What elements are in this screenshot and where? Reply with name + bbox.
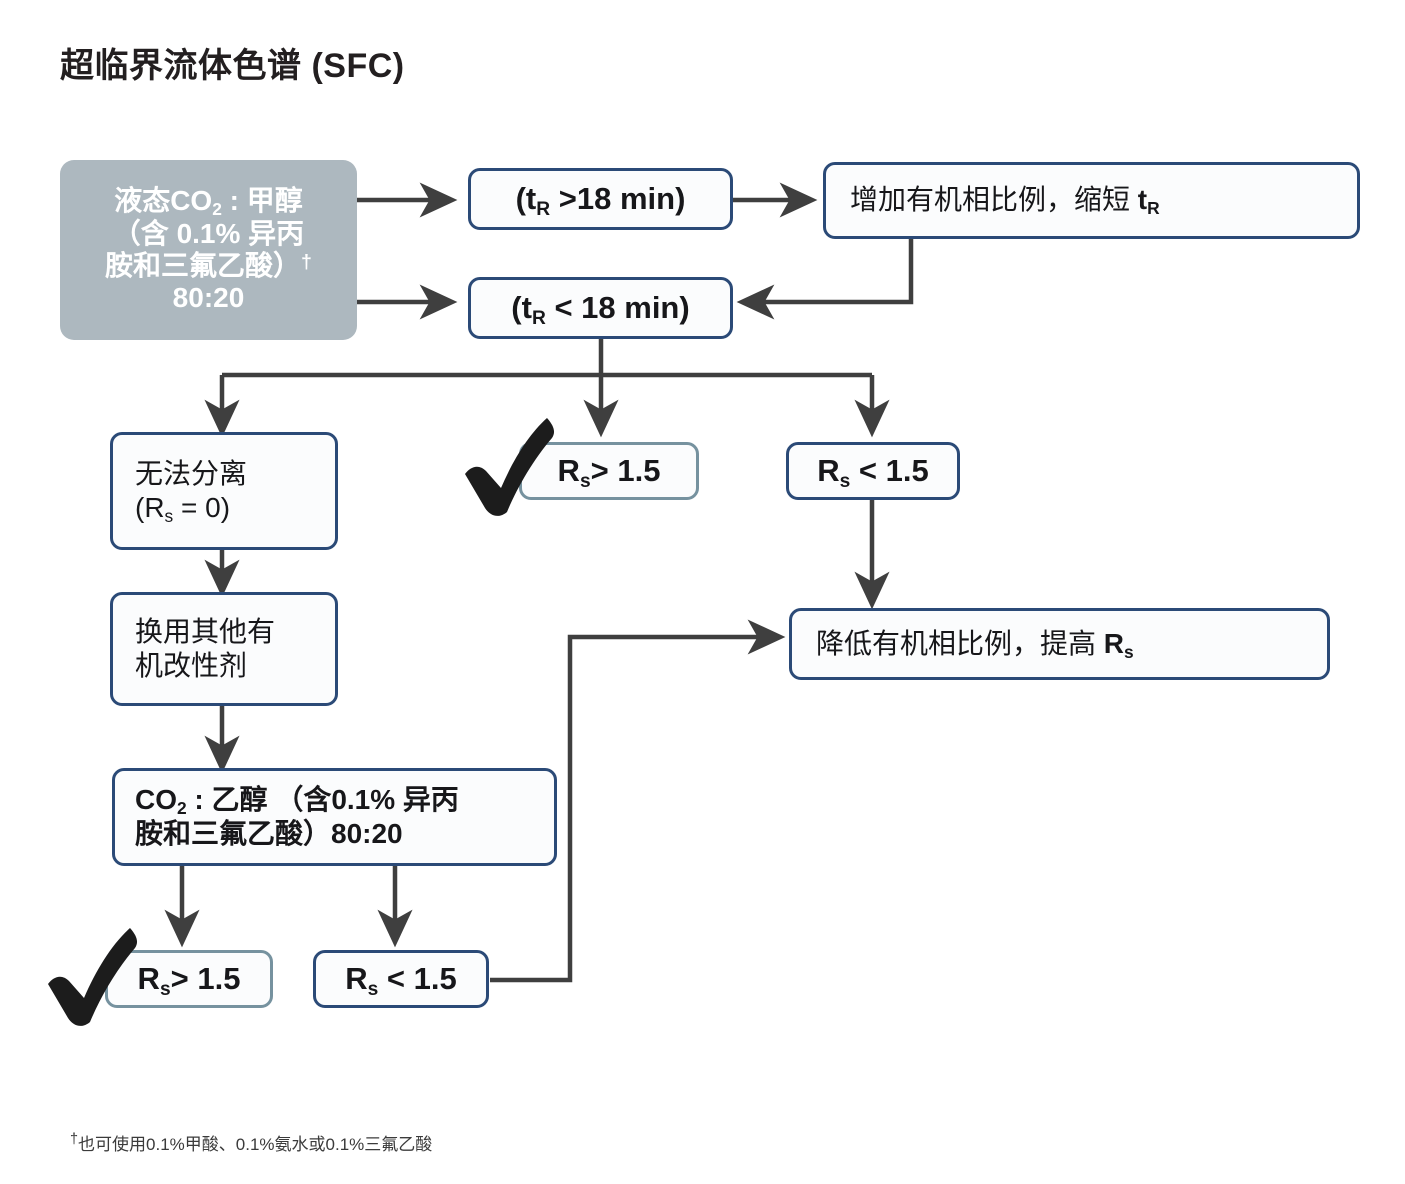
co2-ethanol-line2: 胺和三氟乙酸）80:20 (135, 818, 403, 849)
footnote: †也可使用0.1%甲酸、0.1%氨水或0.1%三氟乙酸 (70, 1130, 432, 1155)
node-no-separation[interactable]: 无法分离 (Rs = 0) (110, 432, 338, 550)
no-separation-line2-b: = 0) (173, 492, 231, 523)
footnote-dagger: † (70, 1131, 79, 1148)
start-line2: （含 0.1% 异丙 (112, 217, 305, 249)
node-rs-less-1-5-top[interactable]: Rs < 1.5 (786, 442, 960, 500)
increase-organic-var-sub: R (1147, 198, 1160, 219)
tr-gt-prefix: (t (515, 181, 537, 217)
node-tr-greater-18[interactable]: (tR >18 min) (468, 168, 733, 230)
rs-gt-top-rest: > 1.5 (590, 453, 661, 489)
node-increase-organic[interactable]: 增加有机相比例，缩短 tR (823, 162, 1360, 239)
node-decrease-organic[interactable]: 降低有机相比例，提高 Rs (789, 608, 1330, 680)
tr-lt-prefix: (t (511, 290, 532, 326)
page-title: 超临界流体色谱 (SFC) (60, 47, 405, 85)
rs-lt-bottom-var: R (345, 961, 368, 997)
rs-lt-bottom-sub: s (367, 978, 379, 1000)
rs-lt-top-sub: s (839, 470, 851, 492)
start-line4: 80:20 (172, 282, 245, 314)
rs-gt-bottom-sub: s (159, 978, 171, 1000)
rs-gt-top-var: R (557, 453, 580, 489)
wire-increase-feedback (736, 239, 914, 320)
node-rs-greater-1-5-bottom[interactable]: Rs> 1.5 (105, 950, 273, 1008)
start-dagger: † (301, 251, 312, 274)
start-line1-sub: 2 (212, 199, 222, 220)
start-line1-b: : 甲醇 (221, 185, 303, 217)
node-co2-ethanol[interactable]: CO2 : 乙醇 （含0.1% 异丙 胺和三氟乙酸）80:20 (112, 768, 557, 866)
footnote-text: 也可使用0.1%甲酸、0.1%氨水或0.1%三氟乙酸 (78, 1135, 433, 1154)
co2-ethanol-line1-b: : 乙醇 （含0.1% 异丙 (186, 783, 459, 815)
no-separation-line1: 无法分离 (135, 457, 248, 489)
change-modifier-line1: 换用其他有 (135, 615, 276, 647)
tr-lt-suffix: < 18 min) (545, 290, 690, 326)
co2-ethanol-line1-sub: 2 (177, 798, 187, 819)
node-start-mobile-phase[interactable]: 液态CO2 : 甲醇 （含 0.1% 异丙 胺和三氟乙酸）† 80:20 (60, 160, 357, 340)
rs-gt-bottom-rest: > 1.5 (170, 961, 241, 997)
decrease-organic-text: 降低有机相比例，提高 (816, 627, 1104, 659)
check-mark-icon (48, 928, 138, 1026)
decrease-organic-var-sub: s (1124, 642, 1134, 663)
tr-gt-suffix: >18 min) (550, 181, 686, 217)
start-line3: 胺和三氟乙酸） (105, 250, 302, 281)
rs-lt-top-rest: < 1.5 (850, 453, 929, 489)
node-rs-less-1-5-bottom[interactable]: Rs < 1.5 (313, 950, 489, 1008)
node-tr-less-18[interactable]: (tR < 18 min) (468, 277, 733, 339)
increase-organic-text: 增加有机相比例，缩短 (850, 184, 1138, 216)
node-rs-greater-1-5-top[interactable]: Rs> 1.5 (519, 442, 699, 500)
increase-organic-var: t (1137, 184, 1148, 216)
change-modifier-line2: 机改性剂 (135, 650, 248, 681)
tr-gt-sub: R (536, 198, 551, 220)
co2-ethanol-line1-a: CO (135, 783, 177, 815)
rs-gt-bottom-var: R (137, 961, 160, 997)
tr-lt-sub: R (531, 307, 546, 329)
decrease-organic-var: R (1103, 627, 1125, 659)
rs-gt-top-sub: s (579, 470, 591, 492)
start-line1-a: 液态CO (114, 185, 213, 217)
no-separation-line2-sub: s (164, 506, 174, 527)
rs-lt-top-var: R (817, 453, 840, 489)
rs-lt-bottom-rest: < 1.5 (378, 961, 457, 997)
check-mark-icon (465, 418, 555, 516)
node-change-modifier[interactable]: 换用其他有 机改性剂 (110, 592, 338, 706)
no-separation-line2-a: (R (135, 492, 165, 523)
